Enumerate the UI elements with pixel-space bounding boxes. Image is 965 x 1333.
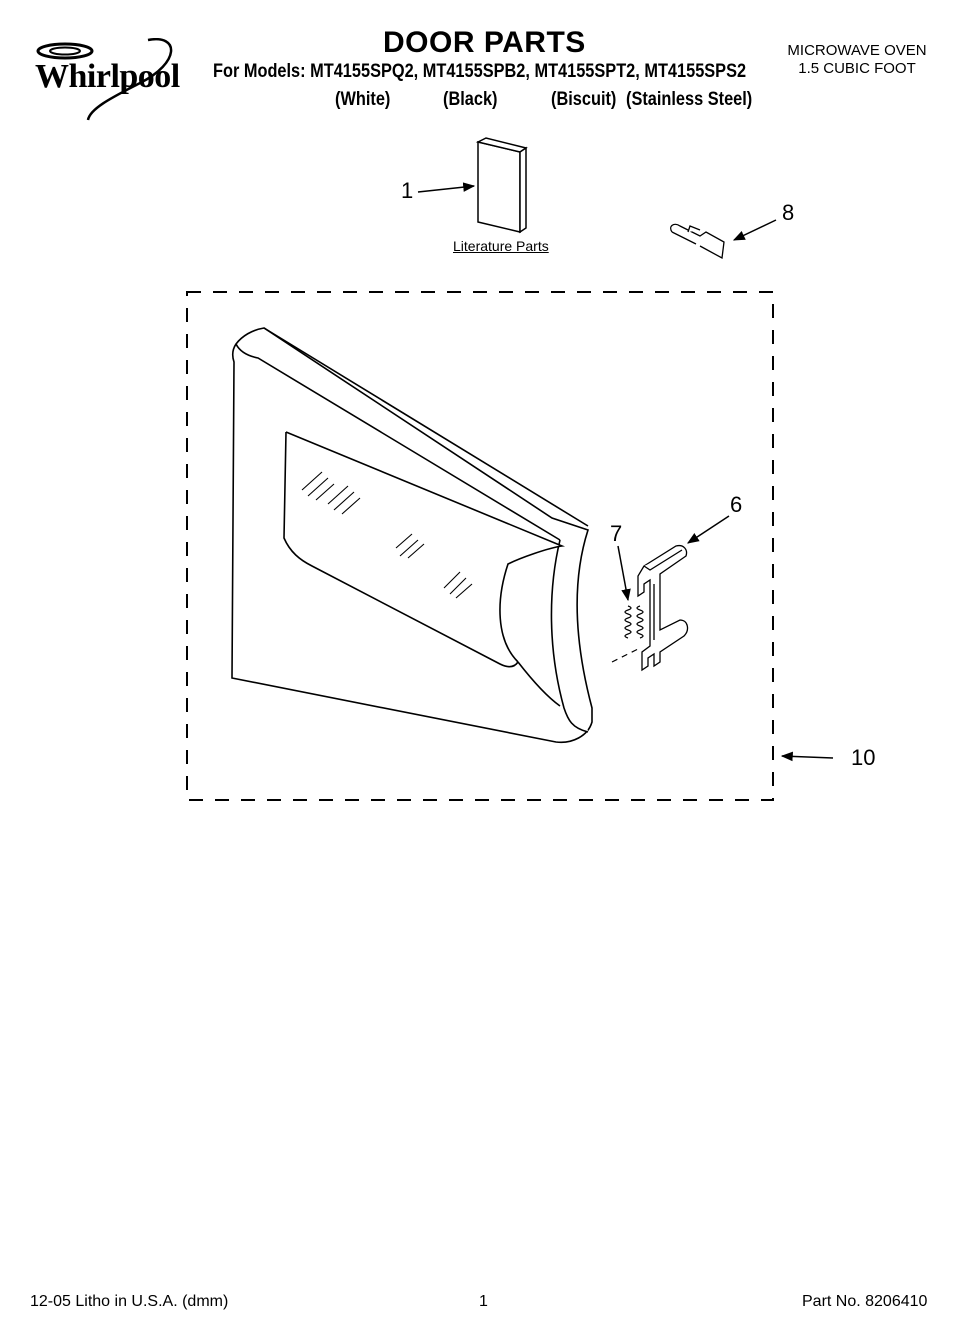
footer-litho: 12-05 Litho in U.S.A. (dmm) xyxy=(30,1293,229,1310)
callout-8-leader xyxy=(732,219,777,241)
callout-6: 6 xyxy=(730,492,743,517)
footer-page-number: 1 xyxy=(479,1293,488,1310)
variant-stainless: (Stainless Steel) xyxy=(626,89,753,110)
door-assembly-boundary xyxy=(186,291,774,801)
callout-7: 7 xyxy=(610,521,623,546)
page-title: DOOR PARTS xyxy=(383,26,586,59)
product-info: MICROWAVE OVEN 1.5 CUBIC FOOT xyxy=(782,42,932,78)
callout-1-leader xyxy=(417,182,476,193)
callout-8: 8 xyxy=(782,200,795,225)
callout-6-leader xyxy=(686,515,730,544)
callout-10-leader xyxy=(780,751,834,762)
brand-wordmark: Whirlpool xyxy=(35,58,180,95)
product-type: MICROWAVE OVEN xyxy=(787,42,927,59)
part-7-spring xyxy=(624,605,644,639)
product-capacity: 1.5 CUBIC FOOT xyxy=(798,60,916,77)
latch-alignment-line xyxy=(611,647,641,663)
whirlpool-logo: Whirlpool xyxy=(30,38,205,123)
callout-10: 10 xyxy=(851,745,876,770)
microwave-door-panel xyxy=(231,327,593,744)
variant-black: (Black) xyxy=(443,89,498,110)
footer-part-number: Part No. 8206410 xyxy=(802,1293,928,1310)
literature-parts-label: Literature Parts xyxy=(453,238,549,254)
part-6-door-latch xyxy=(637,544,689,672)
variant-biscuit: (Biscuit) xyxy=(551,89,617,110)
models-line: For Models: MT4155SPQ2, MT4155SPB2, MT41… xyxy=(213,61,747,82)
literature-parts-booklet xyxy=(475,137,528,234)
callout-1: 1 xyxy=(401,178,414,203)
variant-white: (White) xyxy=(335,89,391,110)
whirlpool-swirl-icon xyxy=(36,38,173,121)
window-glass-reflections xyxy=(301,471,473,599)
part-8-clip xyxy=(670,223,725,260)
callout-7-leader xyxy=(617,545,631,602)
